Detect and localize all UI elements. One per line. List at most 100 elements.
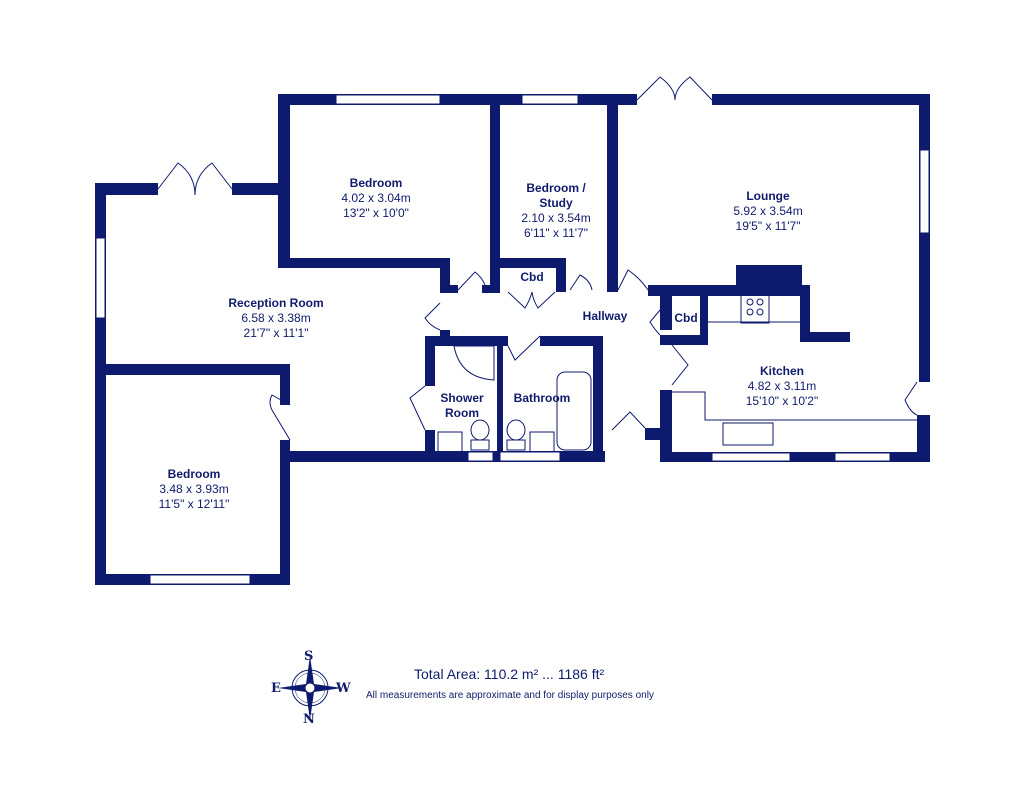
room-name: Shower Room (440, 391, 484, 420)
wall (425, 430, 435, 462)
room-metric: 4.82 x 3.11m (747, 379, 817, 393)
hob (740, 294, 770, 324)
toilet (506, 419, 526, 441)
door (611, 411, 646, 431)
compass-w: W (336, 681, 351, 696)
wall (280, 451, 605, 462)
worktop (672, 321, 917, 421)
compass-n: N (303, 712, 315, 727)
room-metric: 6.58 x 3.38m (241, 311, 311, 325)
wall (660, 390, 672, 462)
wall (425, 336, 435, 386)
windows (95, 94, 930, 585)
fixtures (157, 76, 918, 453)
wall (95, 183, 158, 195)
window (834, 452, 891, 462)
wall (593, 336, 603, 462)
window (467, 451, 494, 462)
window (335, 94, 441, 105)
sink (722, 422, 774, 446)
room-metric: 2.10 x 3.54m (521, 211, 591, 225)
wall (482, 285, 500, 293)
wall (800, 332, 850, 342)
door (457, 271, 487, 291)
room-imperial: 11'5" x 12'11" (158, 497, 230, 511)
wall (919, 94, 930, 382)
wall (280, 440, 290, 585)
room-label-bathroom: Bathroom (514, 391, 571, 406)
door (649, 309, 661, 336)
room-name: Cbd (520, 270, 544, 284)
door (157, 162, 233, 196)
door (409, 385, 426, 431)
wall (700, 290, 708, 345)
door (269, 394, 291, 441)
wall (280, 364, 290, 405)
wall (440, 285, 458, 293)
wall (490, 94, 500, 292)
wall (232, 183, 290, 195)
room-name: Bedroom (349, 176, 403, 190)
room-name: Reception Room (228, 296, 324, 310)
wall (278, 94, 637, 105)
door (636, 76, 713, 101)
room-name: Kitchen (759, 364, 804, 378)
window (95, 237, 106, 319)
room-imperial: 19'5" x 11'7" (735, 219, 801, 233)
wall (540, 336, 603, 346)
room-name: Cbd (674, 311, 698, 325)
total-area: Total Area: 110.2 m² ... 1186 ft² (414, 666, 605, 682)
wall (660, 452, 930, 462)
basin (529, 431, 555, 453)
room-label-cbd: Cbd (520, 270, 543, 285)
window (499, 451, 561, 462)
shower-tray (453, 345, 495, 381)
room-imperial: 15'10" x 10'2" (745, 394, 819, 408)
basin (437, 431, 463, 453)
disclaimer: All measurements are approximate and for… (366, 690, 654, 701)
compass-s: S (304, 649, 314, 664)
wall (497, 336, 503, 462)
compass-rose (278, 656, 342, 720)
compass-e: E (271, 681, 281, 696)
wall (607, 94, 618, 292)
room-name: Bathroom (513, 391, 571, 405)
wall (425, 336, 508, 346)
wall (440, 258, 450, 292)
room-imperial: 6'11" x 11'7" (523, 226, 589, 240)
room-name: Bedroom / Study (526, 181, 586, 210)
window (149, 574, 251, 585)
room-label-shower: Shower Room (437, 391, 487, 421)
door (617, 269, 649, 291)
wall (712, 94, 930, 105)
wall (917, 415, 930, 462)
wall (500, 258, 566, 268)
toilet (470, 419, 490, 441)
door (569, 274, 593, 291)
walls (95, 94, 930, 585)
window (919, 149, 930, 234)
wall (660, 335, 708, 345)
door (507, 291, 556, 309)
room-label-cbd-2: Cbd (674, 311, 697, 326)
room-name: Bedroom (167, 467, 221, 481)
door (904, 381, 918, 416)
window (521, 94, 579, 105)
door (671, 344, 689, 386)
room-name: Hallway (582, 309, 628, 323)
wall (660, 290, 672, 330)
room-imperial: 21'7" x 11'1" (243, 326, 309, 340)
room-name: Lounge (746, 189, 790, 203)
wall (278, 94, 290, 266)
room-metric: 3.48 x 3.93m (159, 482, 229, 496)
wall (556, 258, 566, 292)
door (507, 335, 541, 361)
room-metric: 4.02 x 3.04m (341, 191, 411, 205)
window (711, 452, 791, 462)
